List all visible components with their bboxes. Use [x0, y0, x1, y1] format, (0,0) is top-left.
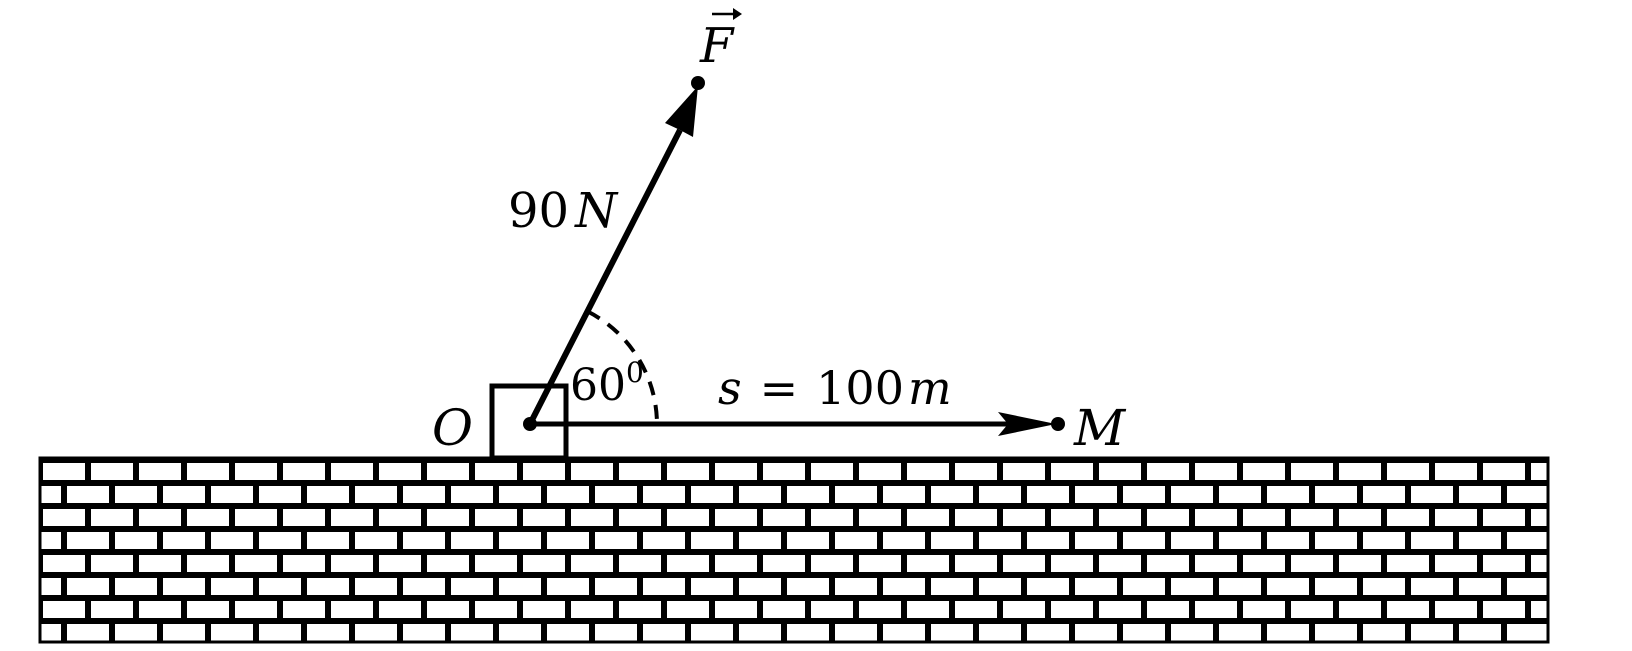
displacement-vector [530, 412, 1056, 436]
force-magnitude-number: 90 [508, 183, 569, 239]
force-label: F [699, 18, 735, 74]
endpoint-label: M [1073, 399, 1127, 457]
brick-ground [38, 456, 1550, 644]
force-tip-point [691, 76, 705, 90]
angle-label: 600 [570, 356, 644, 411]
origin-point [523, 417, 537, 431]
angle-arc [586, 309, 659, 425]
endpoint-m [1051, 417, 1065, 431]
force-vector [527, 86, 698, 426]
displacement-unit: m [908, 361, 952, 415]
angle-value: 60 [570, 360, 626, 411]
angle-unit: 0 [626, 356, 644, 389]
origin-label: O [432, 399, 473, 457]
displacement-eq: = [760, 361, 799, 415]
force-magnitude-unit: N [574, 183, 619, 239]
displacement-label: s = 100m [718, 361, 952, 415]
displacement-var: s [718, 361, 742, 415]
displacement-number: 100 [816, 361, 904, 415]
vector-arrow-symbol [712, 8, 742, 20]
